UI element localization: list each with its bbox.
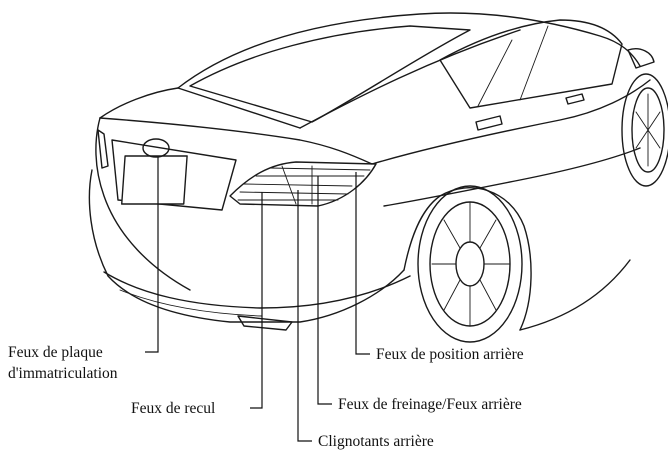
tail-lamp-left xyxy=(97,129,109,169)
leader-rear-position-light xyxy=(355,172,370,355)
car-body xyxy=(88,12,668,343)
leader-license-plate-light xyxy=(145,157,159,353)
label-rear-position-light: Feux de position arrière xyxy=(376,346,524,363)
tail-lamp-right xyxy=(229,161,377,207)
label-license-plate-light-line1: Feux de plaque xyxy=(8,344,103,361)
label-reverse-light: Feux de recul xyxy=(131,400,216,417)
label-brake-tail-light: Feux de freinage/Feux arrière xyxy=(338,396,522,413)
label-license-plate-light-line2: d'immatriculation xyxy=(8,365,118,382)
leader-lines xyxy=(145,157,370,442)
leader-turn-signal xyxy=(297,190,312,442)
rear-wheel xyxy=(417,185,523,343)
front-wheel xyxy=(621,73,668,187)
leader-brake-tail-light xyxy=(317,176,332,405)
label-rear-turn-signal: Clignotants arrière xyxy=(318,433,434,450)
leader-reverse-light xyxy=(250,192,263,409)
